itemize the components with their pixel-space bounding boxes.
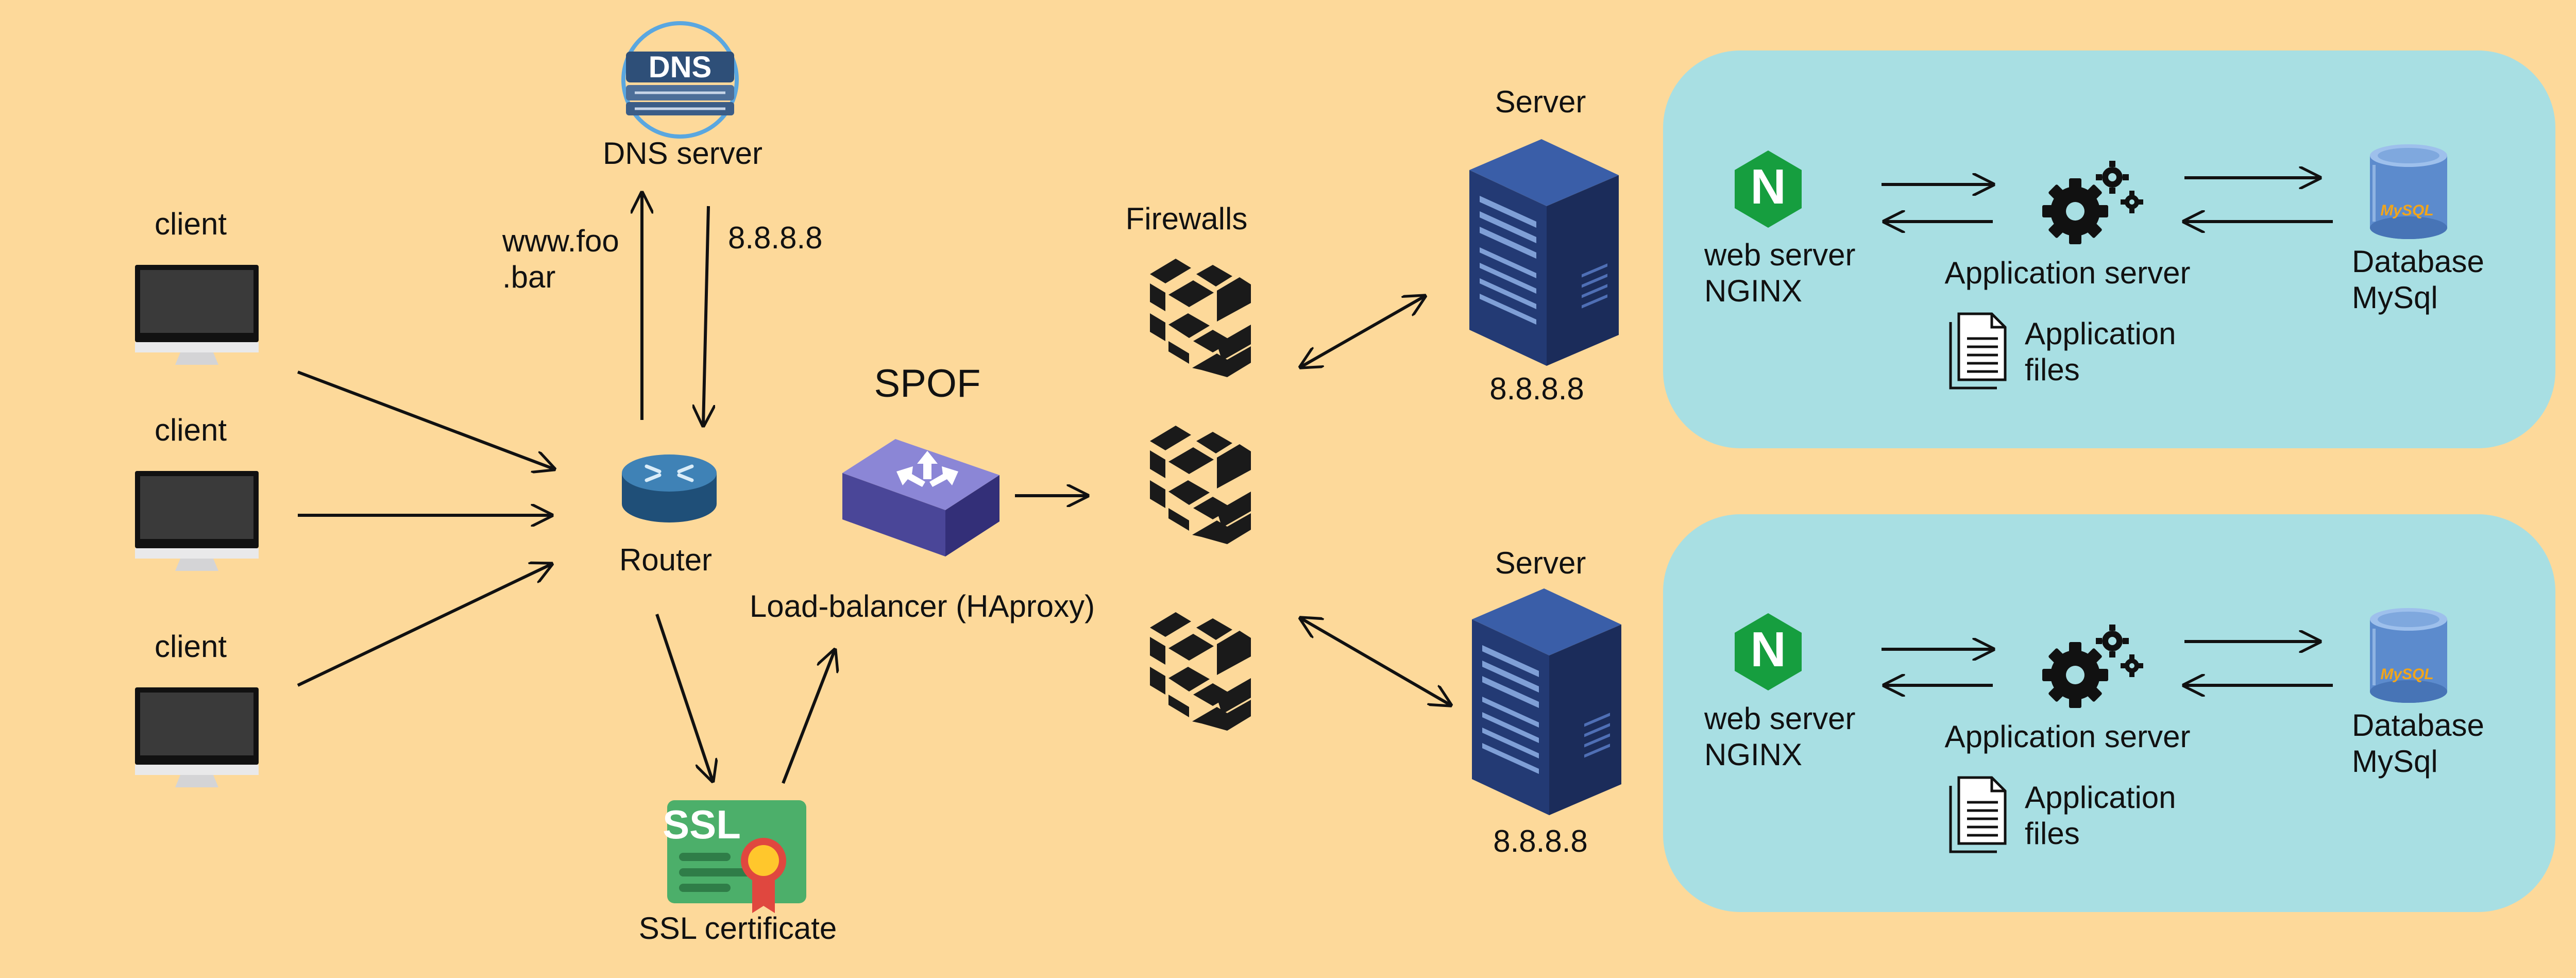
server-rack-icon [1472, 588, 1621, 815]
web-app-arrows [1882, 649, 1993, 685]
server-rack-icon [1469, 139, 1619, 366]
web-app-arrows [1882, 184, 1993, 222]
ssl-arrows [655, 614, 835, 783]
application-files-label-cont: files [2025, 352, 2080, 387]
app-db-arrows [2184, 178, 2333, 222]
firewalls-label: Firewalls [1126, 201, 1248, 236]
application-files-icon [1951, 778, 2005, 852]
spof-label: SPOF [874, 362, 981, 406]
server-ip: 8.8.8.8 [1493, 824, 1588, 858]
load-balancer-label: Load-balancer (HAproxy) [750, 589, 1095, 623]
nginx-logo-letter: N [1750, 622, 1786, 677]
client-label: client [155, 629, 227, 664]
app-db-arrows [2184, 642, 2333, 685]
web-server-name: NGINX [1704, 274, 1802, 308]
server-title: Server [1495, 85, 1586, 119]
nginx-logo-letter: N [1750, 159, 1786, 214]
load-balancer-icon [842, 439, 999, 557]
firewall-icon [1150, 426, 1251, 544]
client-monitor-icon [135, 471, 259, 571]
mysql-database-icon [2370, 608, 2447, 703]
ssl-certificate-icon [667, 800, 806, 913]
client-monitor-icon [135, 687, 259, 787]
router-label: Router [619, 543, 712, 577]
firewall-icon [1150, 612, 1251, 731]
server-title: Server [1495, 546, 1586, 580]
database-name: MySql [2352, 744, 2438, 779]
application-files-label-cont: files [2025, 816, 2080, 851]
client-label: client [155, 413, 227, 447]
application-server-label: Application server [1945, 256, 2191, 290]
mysql-logo-text: MySQL [2380, 202, 2433, 219]
client-to-router-arrows [297, 370, 554, 687]
dns-answer-label: 8.8.8.8 [728, 221, 823, 255]
client-monitor-icon [135, 265, 259, 365]
firewall-icon [1150, 259, 1251, 377]
web-server-label: web server [1704, 701, 1855, 736]
application-files-icon [1951, 314, 2005, 388]
dns-query-label: www.foo [502, 224, 619, 258]
dns-server-label: DNS server [603, 136, 762, 171]
dns-query-label-cont: .bar [502, 260, 555, 294]
server-ip: 8.8.8.8 [1489, 372, 1584, 406]
server-panel-bottom [1663, 514, 2555, 912]
nginx-icon [1735, 613, 1802, 690]
server-panel-top [1663, 50, 2555, 448]
firewall-server-arrows [1301, 296, 1450, 705]
application-server-label: Application server [1945, 719, 2191, 754]
ssl-badge: SSL [663, 802, 741, 847]
dns-badge: DNS [649, 50, 711, 84]
ssl-certificate-label: SSL certificate [639, 911, 837, 946]
mysql-database-icon [2370, 144, 2447, 239]
dns-server-icon [621, 21, 739, 139]
application-files-label: Application [2025, 316, 2176, 351]
application-files-label: Application [2025, 780, 2176, 815]
database-name: MySql [2352, 280, 2438, 315]
database-label: Database [2352, 708, 2484, 743]
mysql-logo-text: MySQL [2380, 666, 2433, 683]
web-server-name: NGINX [1704, 737, 1802, 772]
database-label: Database [2352, 244, 2484, 279]
dns-arrows [642, 193, 708, 425]
client-label: client [155, 207, 227, 241]
router-icon [622, 454, 717, 522]
nginx-icon [1735, 150, 1802, 228]
web-server-label: web server [1704, 238, 1855, 272]
